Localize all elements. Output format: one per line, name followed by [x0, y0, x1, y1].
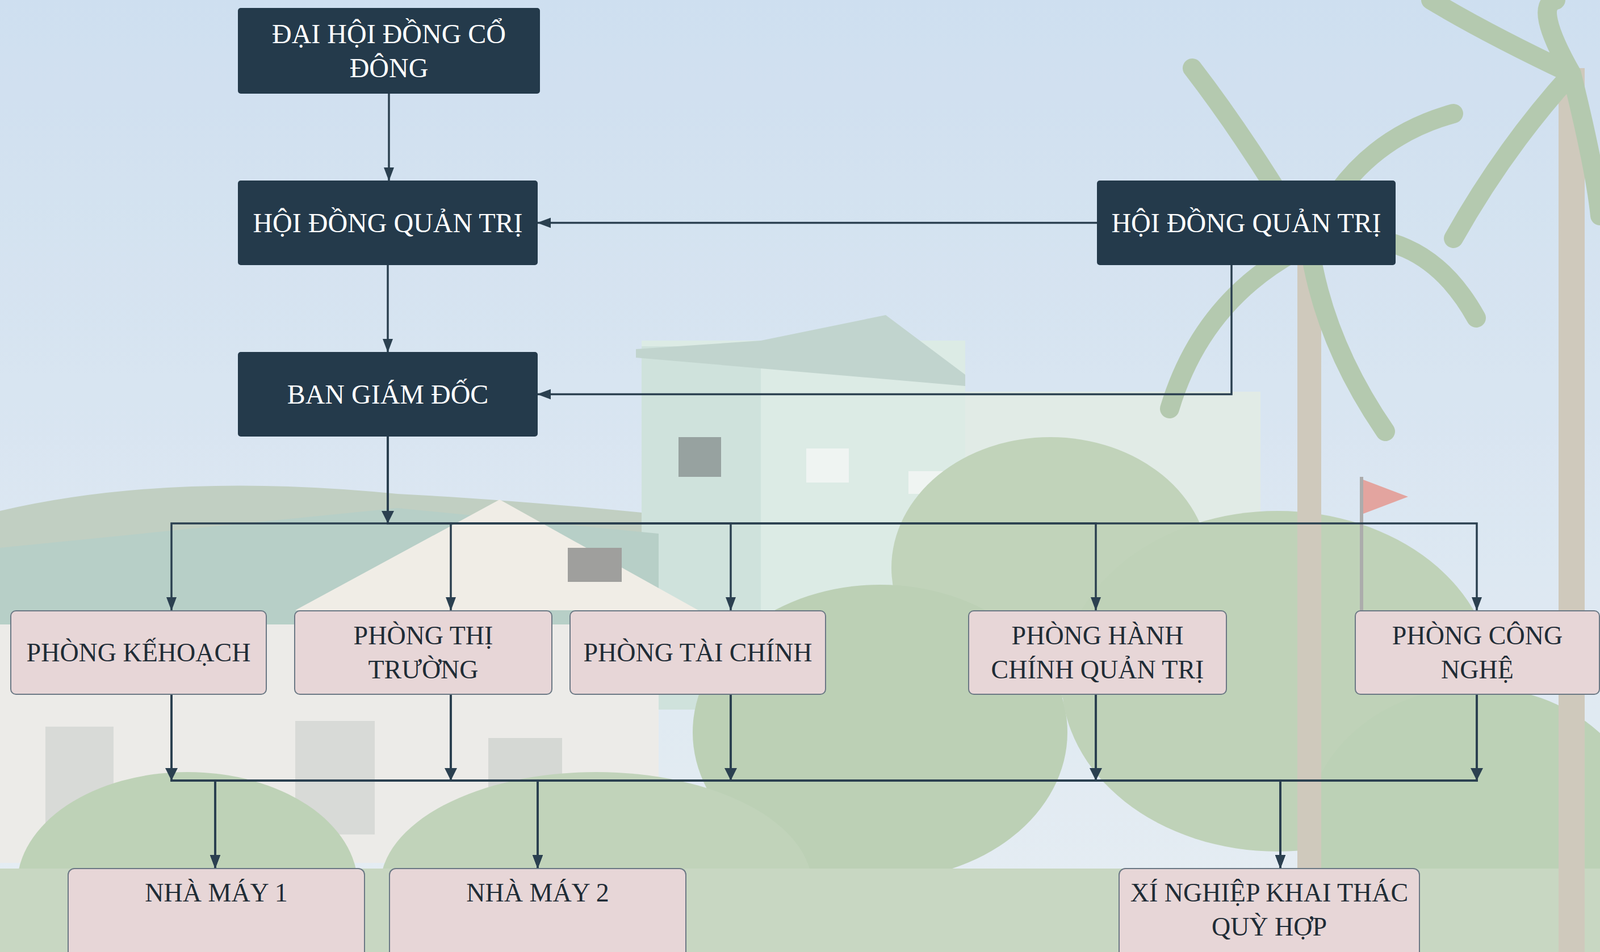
department-box: PHÒNG HÀNH CHÍNH QUẢN TRỊ	[968, 610, 1227, 695]
box-label: NHÀ MÁY 1	[144, 876, 288, 911]
box-label: HỘI ĐỒNG QUẢN TRỊ	[1111, 206, 1381, 241]
connector	[537, 694, 1477, 869]
connector	[537, 222, 1097, 225]
connector	[537, 265, 1232, 395]
connector	[387, 436, 1477, 611]
box-label: ĐẠI HỘI ĐỒNG CỔ ĐÔNG	[249, 17, 529, 86]
department-box: PHÒNG TÀI CHÍNH	[569, 610, 827, 695]
box-label: BAN GIÁM ĐỐC	[287, 377, 489, 412]
connector	[386, 265, 389, 353]
box-label: XÍ NGHIỆP KHAI THÁC QUỲ HỢP	[1125, 876, 1414, 945]
box-label: PHÒNG THỊ TRƯỜNG	[300, 618, 546, 688]
management-box: BAN GIÁM ĐỐC	[237, 352, 538, 437]
unit-box: XÍ NGHIỆP KHAI THÁC QUỲ HỢP	[1118, 868, 1421, 952]
box-label: PHÒNG CÔNG NGHỆ	[1361, 618, 1594, 688]
box-label: PHÒNG KẾHOẠCH	[26, 635, 251, 670]
junction-arrows	[165, 511, 1484, 781]
box-label: NHÀ MÁY 2	[466, 876, 609, 911]
connector	[1280, 694, 1477, 869]
box-label: HỘI ĐỒNG QUẢN TRỊ	[252, 206, 523, 241]
connector	[171, 436, 388, 611]
connector	[215, 694, 1477, 869]
box-label: PHÒNG TÀI CHÍNH	[583, 635, 813, 670]
governance-box: ĐẠI HỘI ĐỒNG CỔ ĐÔNG	[237, 7, 540, 94]
governance-box: HỘI ĐỒNG QUẢN TRỊ	[237, 180, 538, 266]
department-box: PHÒNG KẾHOẠCH	[10, 610, 267, 695]
connector	[387, 93, 391, 181]
unit-box: NHÀ MÁY 2	[388, 868, 687, 952]
governance-box: HỘI ĐỒNG QUẢN TRỊ	[1096, 180, 1396, 266]
box-label: PHÒNG HÀNH CHÍNH QUẢN TRỊ	[974, 618, 1221, 688]
department-box: PHÒNG THỊ TRƯỜNG	[294, 610, 553, 695]
department-box: PHÒNG CÔNG NGHỆ	[1354, 610, 1600, 695]
unit-box: NHÀ MÁY 1	[67, 868, 366, 952]
